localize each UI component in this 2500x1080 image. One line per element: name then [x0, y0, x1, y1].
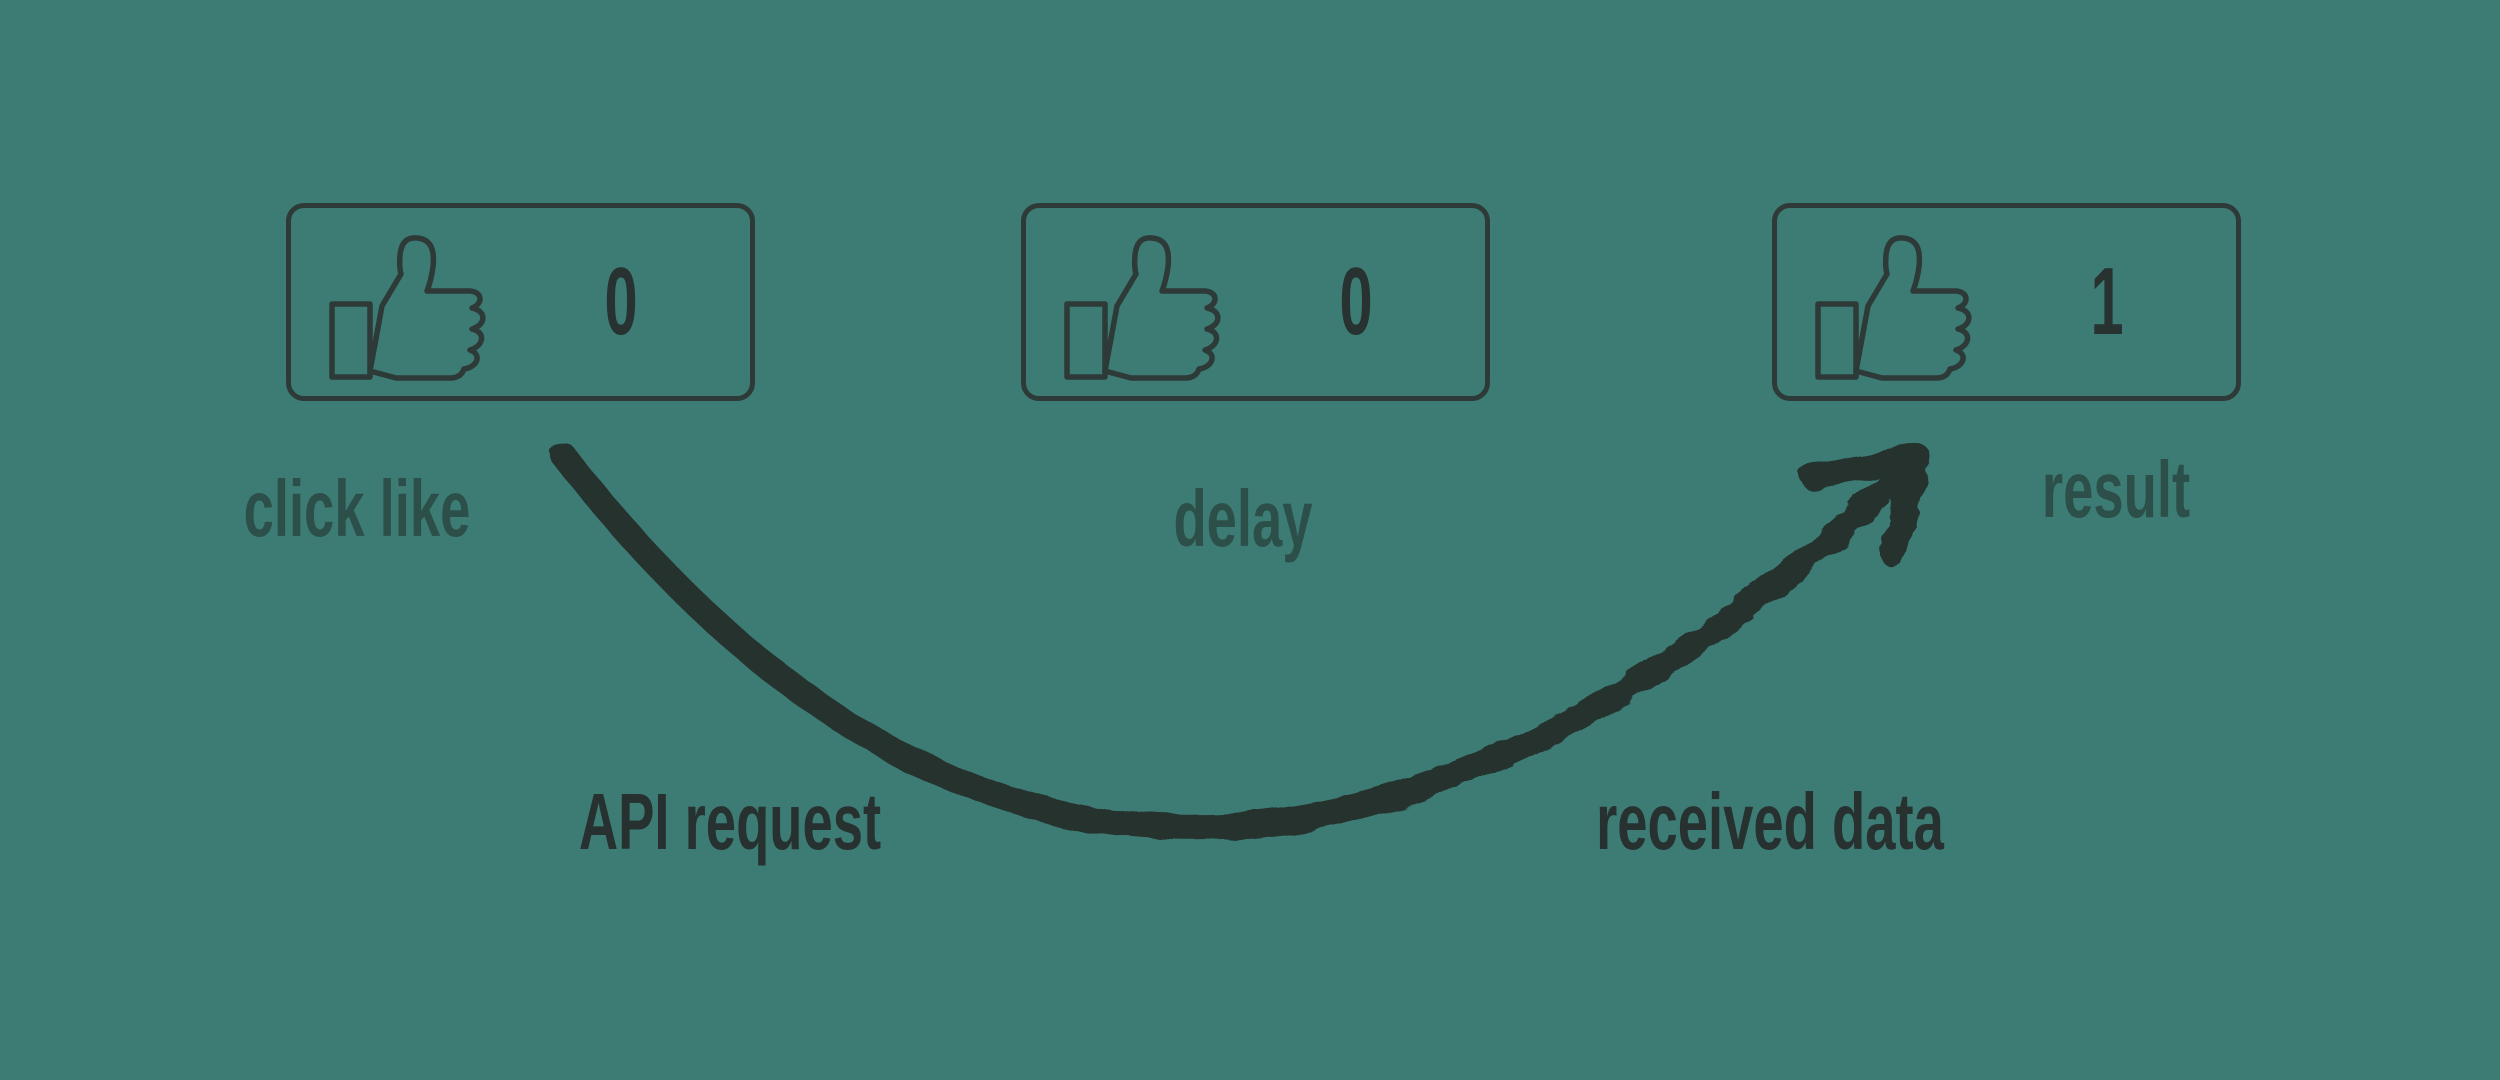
step-label-result: result: [2041, 445, 2191, 534]
step-label-click-like: click like: [243, 464, 471, 553]
like-button-result[interactable]: 1: [1772, 203, 2241, 401]
thumbs-up-icon: [1815, 235, 1972, 381]
like-count: 1: [2090, 248, 2124, 355]
like-count: 0: [1339, 248, 1373, 355]
step-label-delay: delay: [1173, 474, 1313, 563]
like-button-click-like[interactable]: 0: [286, 203, 755, 401]
thumbs-up-icon: [329, 235, 486, 381]
arrow-head: [1799, 444, 1932, 567]
thumbs-up-icon: [1064, 235, 1221, 381]
arrow-label-received-data: received data: [1596, 777, 1944, 866]
arrow-label-api-request: API request: [578, 777, 882, 866]
like-button-delay[interactable]: 0: [1021, 203, 1490, 401]
like-count: 0: [604, 248, 638, 355]
